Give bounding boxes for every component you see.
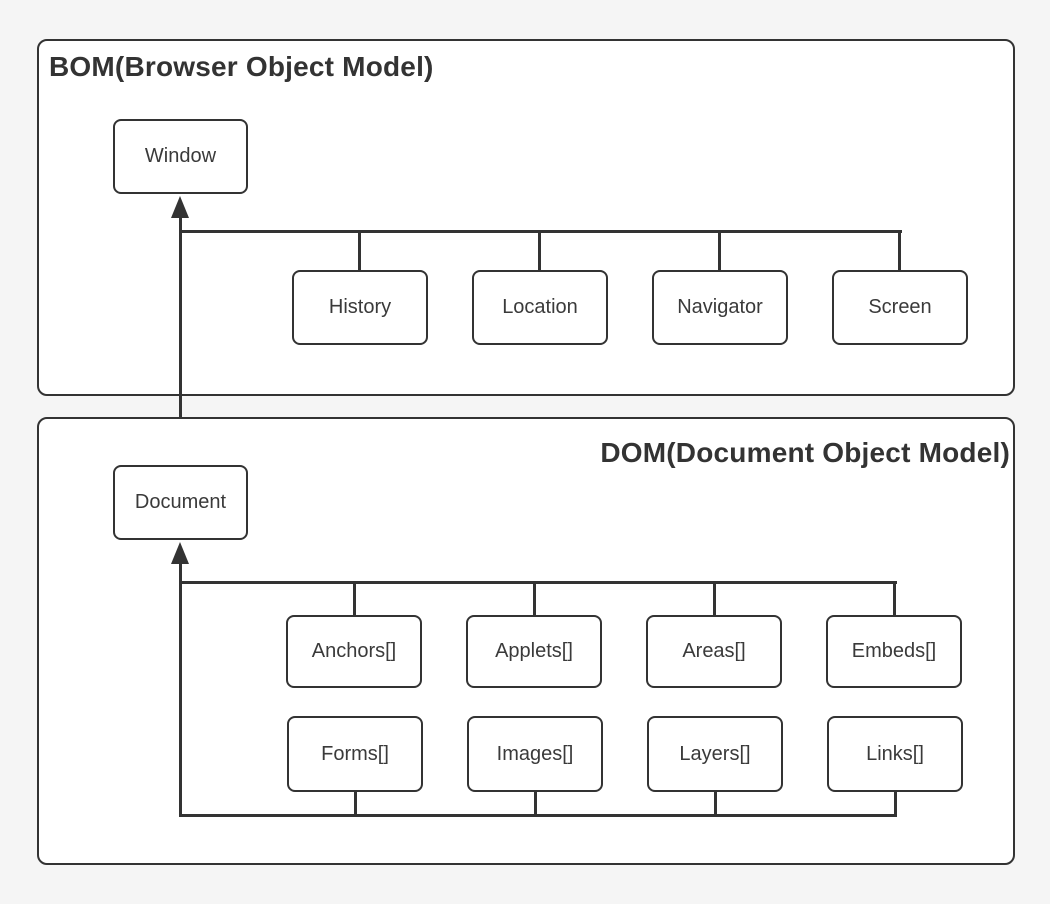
node-document: Document	[113, 465, 248, 540]
bom-stub-history-line	[358, 232, 361, 271]
bom-stub-screen-line	[898, 232, 901, 271]
dom-stub-areas-line	[713, 583, 716, 616]
node-areas: Areas[]	[646, 615, 782, 688]
bom-dom-trunk-line	[179, 214, 182, 466]
node-window: Window	[113, 119, 248, 194]
dom-title: DOM(Document Object Model)	[600, 437, 1010, 468]
node-history: History	[292, 270, 428, 345]
dom-stub-applets-line	[533, 583, 536, 616]
bom-stub-location-line	[538, 232, 541, 271]
dom-bottom-branch-line	[179, 814, 897, 817]
dom-stub-images-line	[534, 790, 537, 816]
node-anchors: Anchors[]	[286, 615, 422, 688]
node-navigator: Navigator	[652, 270, 788, 345]
dom-top-branch-line	[179, 581, 897, 584]
node-location: Location	[472, 270, 608, 345]
dom-stub-links-line	[894, 790, 897, 816]
node-layers: Layers[]	[647, 716, 783, 792]
bom-stub-navigator-line	[718, 232, 721, 271]
arrowhead-window-icon	[171, 196, 189, 218]
node-embeds: Embeds[]	[826, 615, 962, 688]
bom-branch-line	[179, 230, 902, 233]
node-links: Links[]	[827, 716, 963, 792]
dom-stub-forms-line	[354, 790, 357, 816]
dom-stub-layers-line	[714, 790, 717, 816]
dom-stub-embeds-line	[893, 583, 896, 616]
node-images: Images[]	[467, 716, 603, 792]
bom-title: BOM(Browser Object Model)	[49, 51, 434, 82]
node-applets: Applets[]	[466, 615, 602, 688]
dom-stub-anchors-line	[353, 583, 356, 616]
dom-trunk-line	[179, 560, 182, 817]
arrowhead-document-icon	[171, 542, 189, 564]
node-screen: Screen	[832, 270, 968, 345]
node-forms: Forms[]	[287, 716, 423, 792]
